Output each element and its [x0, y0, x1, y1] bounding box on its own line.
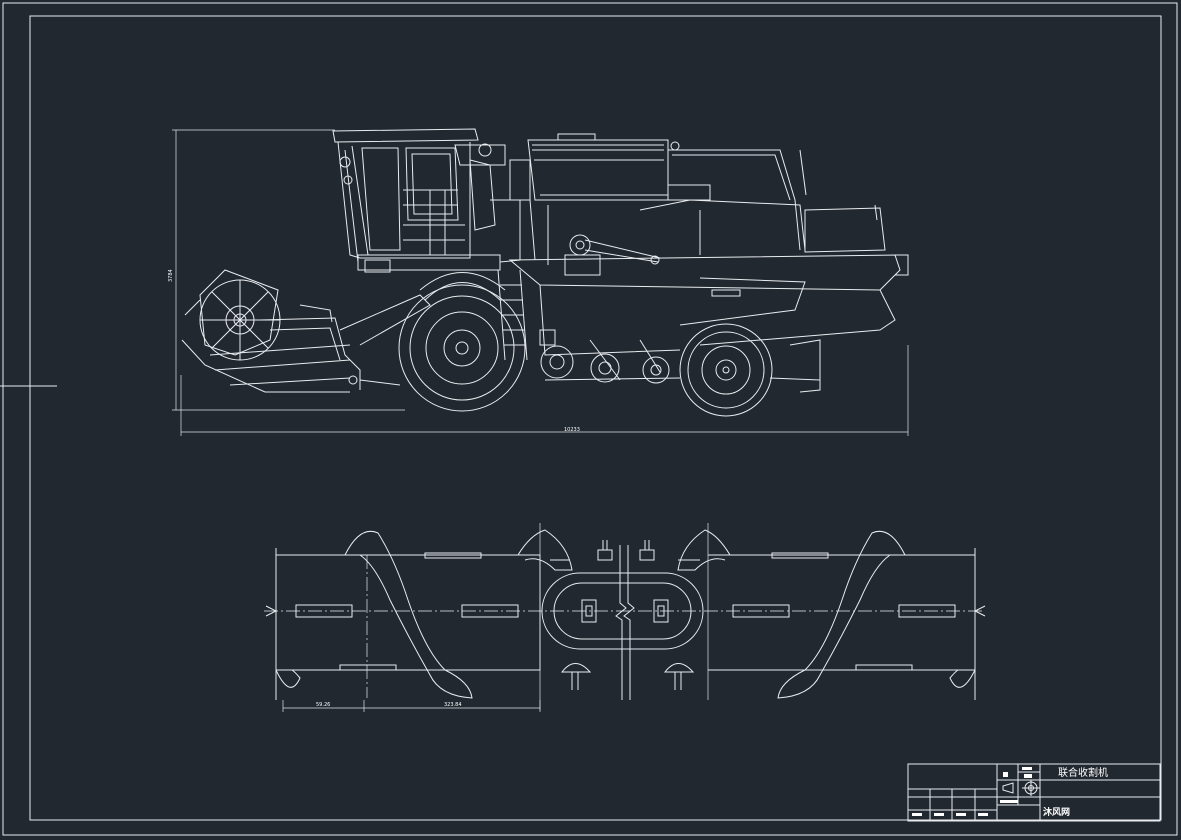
left-dimension-text: 59.26 [316, 702, 330, 708]
side-view-harvester: 10233 3784 [168, 128, 909, 436]
rear-wheel [679, 323, 773, 417]
top-view-assembly: 59.26 323.84 [264, 523, 986, 712]
header-reel [199, 269, 281, 361]
right-dimension-text: 323.84 [444, 702, 462, 708]
height-dimension-text: 3784 [168, 269, 174, 282]
title-block: 联合收割机 沐风网 [907, 763, 1161, 822]
drawing-title: 联合收割机 [1058, 766, 1108, 779]
inner-border [29, 15, 1162, 821]
site-name: 沐风网 [1043, 806, 1070, 818]
front-wheel [398, 284, 526, 412]
length-dimension-text: 10233 [564, 427, 580, 433]
